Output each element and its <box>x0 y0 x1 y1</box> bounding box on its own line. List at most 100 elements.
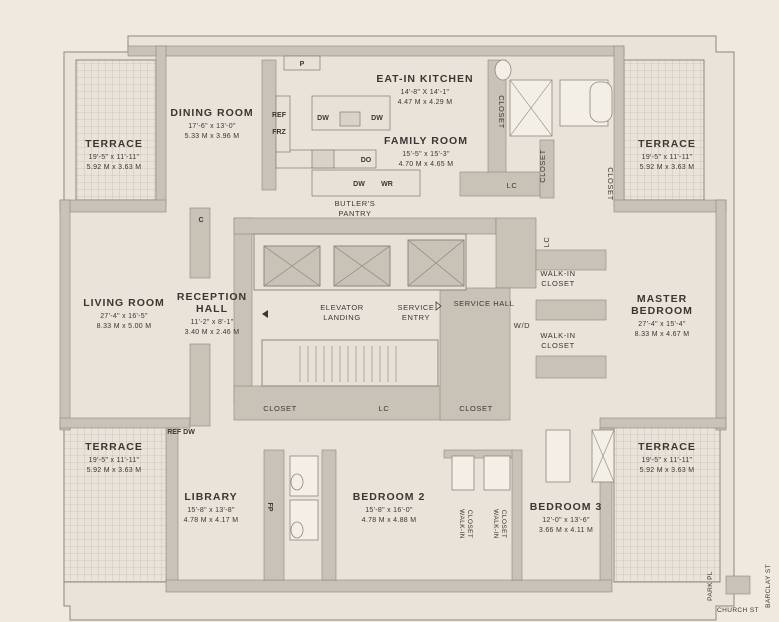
butlers-pantry-label-2: PANTRY <box>338 209 371 218</box>
room-family: FAMILY ROOM 15'-5" x 15'-3" 4.70 M x 4.6… <box>384 135 468 168</box>
terrace-sw-dim-imperial: 19'-5" x 11'-11" <box>89 457 140 464</box>
living-dim-imperial: 27'-4" x 16'-5" <box>100 313 148 320</box>
walkin-closet-lower-label-1: WALK-IN <box>540 331 575 340</box>
service-entry-label-2: ENTRY <box>402 313 430 322</box>
room-library: LIBRARY 15'-8" x 13'-8" 4.78 M x 4.17 M <box>184 491 239 524</box>
service-entry-label-1: SERVICE <box>398 303 435 312</box>
room-bedroom-2: BEDROOM 2 15'-8" x 16'-0" 4.78 M x 4.88 … <box>353 491 426 524</box>
butlers-pantry-label-1: BUTLER'S <box>335 199 376 208</box>
elevator-landing-label-1: ELEVATOR <box>320 303 364 312</box>
fixture-labels: P REF FRZ DW DW DO DW WR C REF DW FP <box>167 61 393 512</box>
street-barclay-label: BARCLAY ST <box>765 564 772 608</box>
master-name-2: BEDROOM <box>631 305 693 317</box>
walkin-bed2-label-1: WALK-IN <box>458 509 465 539</box>
walkin-bed2-label-2: CLOSET <box>466 510 473 538</box>
library-dim-metric: 4.78 M x 4.17 M <box>184 517 239 524</box>
street-church-label: CHURCH ST <box>717 607 759 614</box>
bathroom-fixtures <box>289 59 615 541</box>
room-reception: RECEPTION HALL 11'-2" x 8'-1" 3.40 M x 2… <box>177 291 247 336</box>
dining-dim-imperial: 17'-6" x 13'-0" <box>188 123 236 130</box>
room-terrace-nw: TERRACE 19'-5" x 11'-11" 5.92 M x 3.63 M <box>85 138 143 171</box>
room-master: MASTER BEDROOM 27'-4" x 15'-4" 8.33 M x … <box>631 293 693 338</box>
terrace-se-dim-metric: 5.92 M x 3.63 M <box>640 467 695 474</box>
kitchen-fixtures <box>275 55 421 197</box>
living-name: LIVING ROOM <box>83 297 165 309</box>
room-bedroom-3: BEDROOM 3 12'-0" x 13'-6" 3.66 M x 4.11 … <box>530 501 603 534</box>
lc-master-label: LC <box>542 237 551 248</box>
room-kitchen: EAT-IN KITCHEN 14'-8" X 14'-1" 4.47 M x … <box>376 73 473 106</box>
walkin-closet-upper-label-2: CLOSET <box>541 279 575 288</box>
fixture-frz: FRZ <box>272 129 286 136</box>
kitchen-name: EAT-IN KITCHEN <box>376 73 473 85</box>
lc-kitchen-label: LC <box>507 181 518 190</box>
reception-dim-imperial: 11'-2" x 8'-1" <box>191 319 234 326</box>
terrace-paving <box>63 59 721 583</box>
walkin-closet-upper-label-1: WALK-IN <box>540 269 575 278</box>
bedroom-3-name: BEDROOM 3 <box>530 501 603 513</box>
room-living: LIVING ROOM 27'-4" x 16'-5" 8.33 M x 5.0… <box>83 297 165 330</box>
terrace-sw-name: TERRACE <box>85 441 143 453</box>
fixture-fp: FP <box>266 503 273 512</box>
family-dim-imperial: 15'-5" x 15'-3" <box>402 151 450 158</box>
walls <box>59 45 727 593</box>
closet-bath-label: CLOSET <box>538 149 547 183</box>
room-terrace-se: TERRACE 19'-5" x 11'-11" 5.92 M x 3.63 M <box>638 441 696 474</box>
terrace-ne-name: TERRACE <box>638 138 696 150</box>
fixture-c: C <box>198 217 203 224</box>
closet-kitchen-label: CLOSET <box>497 95 506 129</box>
closet-left-label: CLOSET <box>263 404 297 413</box>
master-dim-metric: 8.33 M x 4.67 M <box>635 331 690 338</box>
elevator-core <box>253 233 467 387</box>
walkin-bed3-label-2: CLOSET <box>500 510 507 538</box>
reception-dim-metric: 3.40 M x 2.46 M <box>185 329 240 336</box>
family-dim-metric: 4.70 M x 4.65 M <box>399 161 454 168</box>
fixture-dw-1: DW <box>317 115 329 122</box>
wd-label: W/D <box>514 321 530 330</box>
library-name: LIBRARY <box>184 491 237 503</box>
fixture-p: P <box>300 61 305 68</box>
master-dim-imperial: 27'-4" x 15'-4" <box>638 321 686 328</box>
terrace-ne-dim-metric: 5.92 M x 3.63 M <box>640 164 695 171</box>
dining-dim-metric: 5.33 M x 3.96 M <box>185 133 240 140</box>
kitchen-dim-imperial: 14'-8" X 14'-1" <box>401 89 450 96</box>
dining-name: DINING ROOM <box>170 107 253 119</box>
master-name-1: MASTER <box>637 293 687 305</box>
reception-name-2: HALL <box>196 303 228 315</box>
terrace-sw-dim-metric: 5.92 M x 3.63 M <box>87 467 142 474</box>
bedroom-3-dim-imperial: 12'-0" x 13'-6" <box>542 517 590 524</box>
entry-arrow-icon <box>262 310 268 318</box>
fixture-dw-pantry: DW <box>353 181 365 188</box>
terrace-nw-dim-imperial: 19'-5" x 11'-11" <box>89 154 140 161</box>
service-hall-label: SERVICE HALL <box>454 299 515 308</box>
fixture-do: DO <box>361 157 372 164</box>
kitchen-dim-metric: 4.47 M x 4.29 M <box>398 99 453 106</box>
terrace-se-name: TERRACE <box>638 441 696 453</box>
closet-right-label: CLOSET <box>459 404 493 413</box>
fixture-ref: REF <box>272 112 287 119</box>
terrace-se-dim-imperial: 19'-5" x 11'-11" <box>642 457 693 464</box>
terrace-nw-name: TERRACE <box>85 138 143 150</box>
room-terrace-ne: TERRACE 19'-5" x 11'-11" 5.92 M x 3.63 M <box>638 138 696 171</box>
street-park-label: PARK PL <box>707 571 714 601</box>
library-dim-imperial: 15'-8" x 13'-8" <box>187 507 235 514</box>
core-labels: ELEVATOR LANDING SERVICE ENTRY SERVICE H… <box>263 95 615 539</box>
family-name: FAMILY ROOM <box>384 135 468 147</box>
bedroom-2-name: BEDROOM 2 <box>353 491 426 503</box>
walkin-bed3-label-1: WALK-IN <box>492 509 499 539</box>
reception-name-1: RECEPTION <box>177 291 247 303</box>
fixture-refdw: REF DW <box>167 429 195 436</box>
fixture-dw-2: DW <box>371 115 383 122</box>
closet-terrace-ne-label: CLOSET <box>606 167 615 201</box>
room-terrace-sw: TERRACE 19'-5" x 11'-11" 5.92 M x 3.63 M <box>85 441 143 474</box>
bedroom-2-dim-metric: 4.78 M x 4.88 M <box>362 517 417 524</box>
terrace-nw-dim-metric: 5.92 M x 3.63 M <box>87 164 142 171</box>
elevator-landing-label-2: LANDING <box>323 313 361 322</box>
site-key-plan: PARK PL BARCLAY ST CHURCH ST <box>707 564 772 614</box>
service-arrow-icon <box>435 301 442 311</box>
living-dim-metric: 8.33 M x 5.00 M <box>97 323 152 330</box>
fixture-wr: WR <box>381 181 393 188</box>
room-dining: DINING ROOM 17'-6" x 13'-0" 5.33 M x 3.9… <box>170 107 253 140</box>
bedroom-2-dim-imperial: 15'-8" x 16'-0" <box>365 507 413 514</box>
lc-center-label: LC <box>379 404 390 413</box>
